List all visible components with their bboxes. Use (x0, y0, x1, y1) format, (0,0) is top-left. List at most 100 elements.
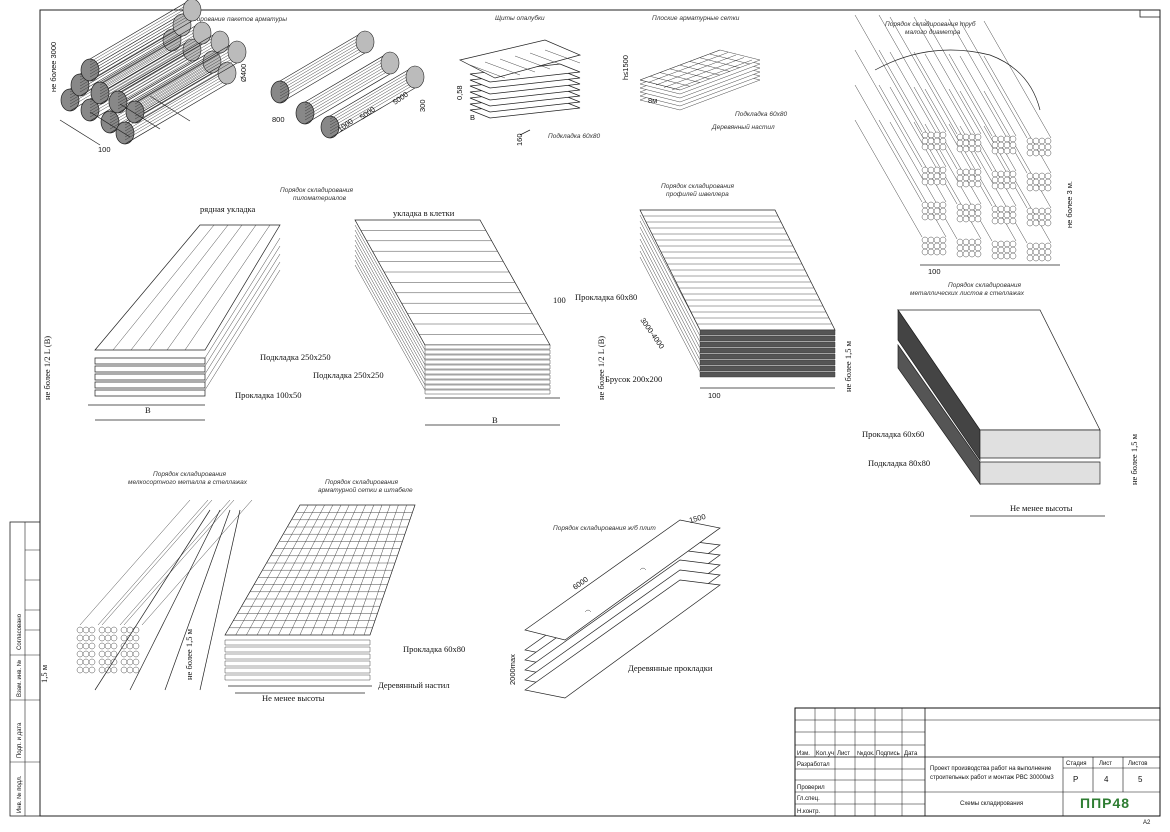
pipe-edge (854, 14, 923, 133)
rebar-bar (117, 42, 221, 104)
bar-end (120, 650, 128, 658)
pipe-end (921, 137, 929, 145)
bar-end (132, 626, 140, 634)
caption-slabs: Порядок складирования ж/б плит (553, 524, 656, 532)
pipe-end (1003, 205, 1011, 213)
dim-1500: 1500 (688, 512, 706, 525)
pipe-end (927, 213, 935, 221)
mesh-wire (709, 53, 751, 65)
pipe-end (1044, 248, 1052, 256)
rebar-bar (279, 48, 366, 100)
pipe-end (1038, 219, 1046, 227)
pipe-end (933, 236, 941, 244)
rebar-bar (329, 71, 416, 123)
bar-end (110, 650, 118, 658)
pipe-end (997, 252, 1005, 260)
bar-end (110, 642, 118, 650)
bar-edge (97, 499, 209, 626)
pipe-end (1026, 242, 1034, 250)
mesh-stack-layer (224, 653, 371, 660)
rebar-bundle-edge (124, 83, 228, 145)
rebar-bundle-edge (304, 73, 391, 125)
mesh-wire (699, 57, 741, 69)
rack-post (94, 509, 211, 691)
pipe-end (1003, 182, 1011, 190)
label-not-more-15-a: не более 1,5 м (843, 340, 853, 392)
pipe-end (921, 178, 929, 186)
pipe-end (1038, 242, 1046, 250)
pipe-end (968, 209, 976, 217)
dim-8m: 8м (648, 96, 657, 105)
bar-end (104, 634, 112, 642)
pipe-end (991, 211, 999, 219)
pipe-end (997, 217, 1005, 225)
tb-stage-value: Р (1073, 775, 1078, 784)
dim-not-more-3m: не более 3 м. (1065, 181, 1074, 228)
cage-layer (424, 374, 551, 380)
rebar-bar (109, 68, 213, 130)
slabs-drawing: Порядок складирования ж/б плит 6000 1500… (508, 512, 721, 699)
bar-end (104, 650, 112, 658)
pipe-end (997, 147, 1005, 155)
pipe-stack-top (874, 49, 1041, 111)
rebar-bundle-edge (89, 0, 191, 60)
dim-1000: 1000 (336, 117, 355, 134)
rebar-bundle-edge (89, 60, 193, 122)
rack-post (164, 509, 231, 691)
bar-end (76, 650, 84, 658)
channel-side (639, 226, 701, 343)
pipe-end (1026, 207, 1034, 215)
rebar-bar (117, 39, 221, 101)
pipe-end (1044, 242, 1052, 250)
pipe-end (968, 180, 976, 188)
rebar-bar (329, 77, 416, 129)
pipe-end (968, 145, 976, 153)
label-b-b: В (492, 415, 498, 425)
pipe-end (1026, 219, 1034, 227)
tb-col-podpis: Подпись (876, 751, 900, 757)
channel-layer (699, 365, 836, 372)
pipe-end (927, 131, 935, 139)
pipe-end (962, 215, 970, 223)
formwork-plank (469, 64, 506, 79)
pipe-end (1038, 178, 1046, 186)
label-wooden-flooring-small: Деревянный настил (711, 123, 775, 131)
tb-role-chief: Гл.спец. (797, 796, 820, 802)
pipe-end (1032, 207, 1040, 215)
mesh-wire (659, 72, 701, 83)
pipe-end (1038, 213, 1046, 221)
rebar-bundle-edge (134, 40, 238, 102)
pipe-end (991, 252, 999, 260)
pipe-end (1026, 184, 1034, 192)
pipe-end (927, 248, 935, 256)
rebar-bundle-end-far (227, 40, 247, 64)
cage-side (354, 264, 426, 391)
caption-sheet-metal-2: металлических листов в стеллажах (910, 290, 1025, 297)
tb-role-norm: Н.контр. (797, 809, 820, 815)
bar-end (126, 666, 134, 674)
bar-end (132, 650, 140, 658)
bar-end (98, 634, 106, 642)
pipe-end (1038, 248, 1046, 256)
pipe-end (968, 250, 976, 258)
sheet-front-a (979, 429, 1101, 459)
pipe-end (1032, 242, 1040, 250)
channel-side (639, 232, 701, 349)
pipe-end (933, 201, 941, 209)
tb-col-izm: Изм. (797, 751, 810, 757)
pipe-end (1003, 170, 1011, 178)
pipe-end (968, 215, 976, 223)
rebar-bar (279, 36, 366, 88)
pipe-end (1009, 176, 1017, 184)
lumber-side (204, 237, 281, 359)
pipe-end (927, 207, 935, 215)
pipe-edge (854, 84, 923, 203)
rebar-bar (79, 31, 183, 93)
pipe-end (962, 180, 970, 188)
rebar-bar (89, 10, 193, 72)
pipe-end (962, 139, 970, 147)
caption-mesh-stack-1: Порядок складирования (325, 478, 399, 486)
label-wooden-flooring: Деревянный настил (378, 680, 450, 690)
mesh-stack-layer (224, 667, 371, 674)
